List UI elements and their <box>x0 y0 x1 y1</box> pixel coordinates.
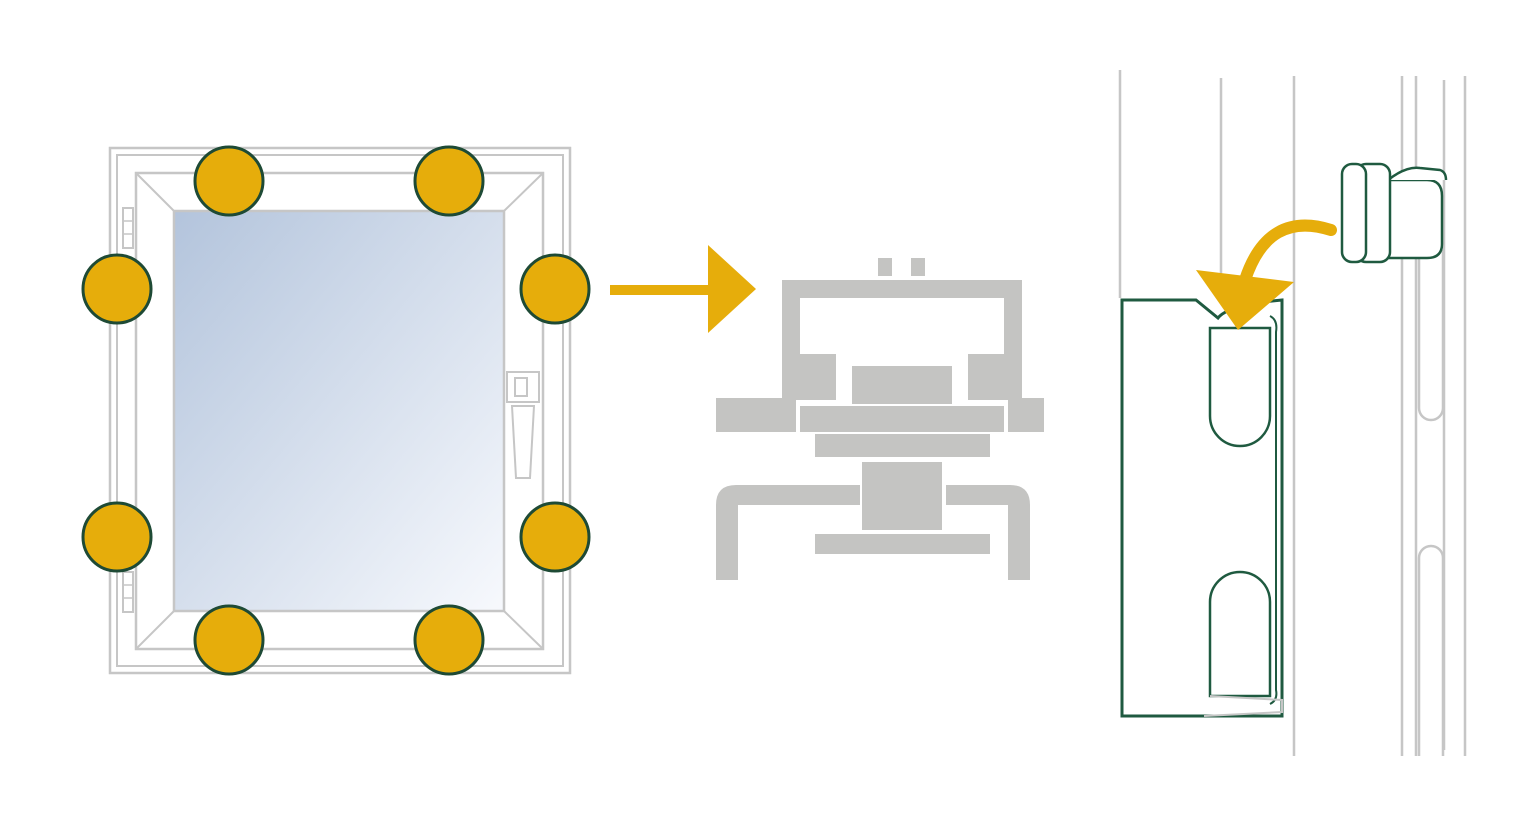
marker-right-lower-icon <box>519 501 591 573</box>
profile-right-leg <box>946 485 1030 580</box>
window-frame-icon <box>108 146 572 675</box>
profile-lower-bar <box>815 434 990 457</box>
profile-center-block <box>852 366 952 404</box>
miter-line <box>135 610 175 650</box>
lower-lip-line <box>1203 695 1283 717</box>
window-outer-frame-inner-line <box>116 154 564 667</box>
window-profile-section-icon <box>716 258 1044 580</box>
marker-bottom-left-icon <box>193 604 265 676</box>
right-arrow-icon <box>610 245 756 333</box>
slot-upper <box>1208 326 1272 448</box>
frame-clip-detail-icon <box>1118 70 1467 756</box>
profile-wide-bar <box>716 398 796 432</box>
marker-top-left-icon <box>193 145 265 217</box>
miter-line <box>135 172 175 212</box>
profile-left-leg <box>716 485 860 580</box>
clip-part-icon <box>1340 162 1448 264</box>
fixing-point-markers <box>81 145 591 676</box>
marker-left-upper-icon <box>81 253 153 325</box>
profile-wide-bar <box>1008 398 1044 432</box>
window-sash-frame <box>134 171 545 651</box>
profile-bottom-bar <box>815 534 990 554</box>
miter-line <box>503 172 544 212</box>
profile-top-frame <box>782 280 1022 400</box>
profile-mid-bar <box>800 406 1004 432</box>
marker-bottom-right-icon <box>413 604 485 676</box>
marker-right-upper-icon <box>519 253 591 325</box>
marker-top-right-icon <box>413 145 485 217</box>
sash-profile-inner-edge <box>1269 315 1278 705</box>
curved-insert-arrow-icon <box>1196 219 1337 330</box>
slot-lower <box>1208 570 1272 698</box>
window-outer-frame <box>108 146 572 675</box>
hinge-top <box>122 207 134 249</box>
miter-line <box>503 610 544 650</box>
profile-stem <box>862 462 942 530</box>
hinge-bottom <box>122 571 134 613</box>
window-handle-icon <box>506 371 540 479</box>
marker-left-lower-icon <box>81 501 153 573</box>
window-glass <box>172 209 506 613</box>
profile-nub <box>878 258 892 276</box>
profile-nub <box>911 258 925 276</box>
